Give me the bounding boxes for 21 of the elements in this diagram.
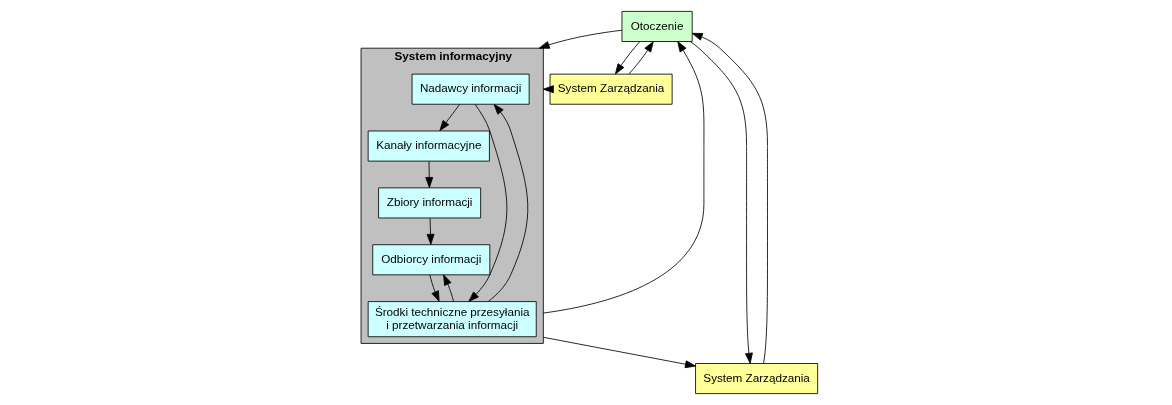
arrow <box>691 32 768 364</box>
arrow <box>487 103 529 302</box>
node-box: Zbiory informacji <box>378 187 482 219</box>
arrow <box>425 160 434 188</box>
arrow <box>542 41 705 314</box>
node-box: System Zarządzania <box>695 363 819 394</box>
arrow <box>468 103 508 302</box>
arrow <box>429 274 440 302</box>
node-box: Kanały informacyjne <box>367 130 490 162</box>
arrow <box>628 41 654 75</box>
arrow <box>426 217 435 245</box>
arrow <box>443 274 454 302</box>
node-box: Otoczenie <box>621 11 693 42</box>
node-box: Nadawcy informacji <box>411 73 530 105</box>
arrow <box>542 336 696 369</box>
arrow <box>689 41 753 364</box>
arrow <box>615 41 641 75</box>
node-box: Odbiorcy informacji <box>372 244 491 276</box>
node-box: Środki techniczne przesyłania i przetwarzania informacji <box>367 301 537 338</box>
arrow <box>439 104 461 132</box>
arrow <box>538 29 623 49</box>
